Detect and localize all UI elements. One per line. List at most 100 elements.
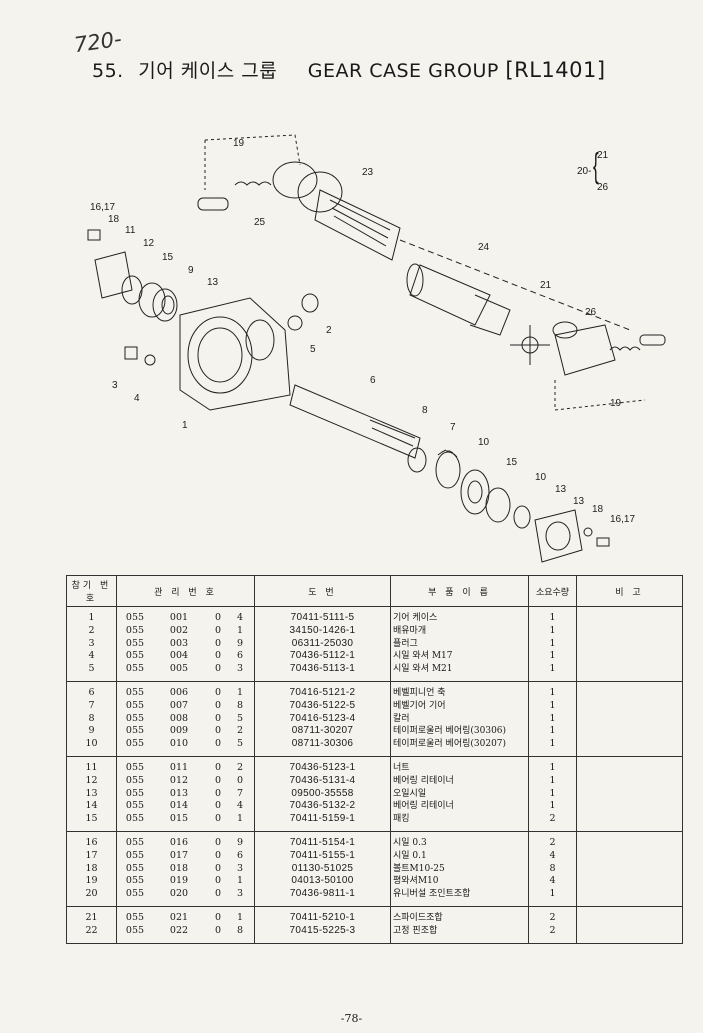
code-c2: 005 [169,663,189,675]
code-c2: 015 [169,813,189,825]
cell-remarks [576,680,683,757]
row-drawing: 04013-50100 [291,875,354,887]
code-c1: 055 [125,663,145,675]
header-remarks: 비 고 [576,575,683,607]
code-c3: 0 [214,624,222,636]
row-qty: 1 [549,624,556,636]
callout-8: 8 [422,405,428,416]
row-drawing: 70411-5210-1 [289,911,356,923]
code-c4: 6 [236,849,244,861]
callout-12: 11 [125,225,136,236]
header-drawing: 도 번 [254,575,391,607]
page-number: -78- [340,1012,363,1025]
title-model: [RL1401] [505,58,606,82]
row-qty: 1 [549,725,556,737]
row-no: 7 [88,699,95,711]
handwritten-note: 720- [72,26,124,58]
code-c2: 010 [169,738,189,750]
row-no: 9 [88,725,95,737]
cell-remarks [576,606,683,682]
row-no: 4 [88,650,95,662]
code-c2: 022 [169,924,189,936]
code-c2: 003 [169,637,189,649]
code-c1: 055 [125,800,145,812]
header-name: 부 품 이 름 [390,575,529,607]
row-qty: 1 [549,738,556,750]
callout-14: 13 [573,496,585,507]
header-qty: 소요수량 [528,575,577,607]
code-c4: 3 [236,888,244,900]
row-name: 테이퍼로울러 베어링(30207) [393,739,507,750]
code-c2: 018 [169,862,189,874]
code-c2: 012 [169,774,189,786]
code-c4: 8 [236,924,244,936]
legend-top: 21 [597,150,609,161]
row-no: 1 [88,612,95,623]
code-c2: 021 [169,911,189,923]
row-drawing: 08711-30306 [291,738,354,750]
code-c1: 055 [125,888,145,900]
row-no: 3 [88,637,95,649]
row-qty: 1 [549,637,556,649]
page-title: 55. 기어 케이스 그룹 GEAR CASE GROUP [RL1401] [92,56,606,83]
row-drawing: 06311-25030 [291,637,354,649]
callout-2: 2 [326,325,332,336]
row-qty: 1 [549,774,556,786]
code-c4: 3 [236,862,244,874]
row-name: 기어 케이스 [393,613,438,623]
code-c3: 0 [214,738,222,750]
row-drawing: 34150-1426-1 [289,624,356,636]
cell-remarks [576,755,683,832]
code-c4: 1 [236,624,244,636]
callout-11: 10 [535,472,547,483]
row-drawing: 70436-5132-2 [289,800,356,812]
row-no: 16 [85,836,98,848]
row-qty: 4 [549,875,556,887]
row-name: 패킹 [393,814,410,825]
header-no: 참기 번호 [66,575,117,607]
code-c4: 2 [236,761,244,773]
code-c3: 0 [214,813,222,825]
code-c3: 0 [214,699,222,711]
callout-1: 1 [182,420,188,431]
code-c3: 0 [214,663,222,675]
code-c4: 1 [236,911,244,923]
row-qty: 1 [549,888,556,900]
row-drawing: 70411-5155-1 [289,849,356,861]
callout-19-left: 18 [108,214,120,225]
row-no: 11 [85,761,98,773]
row-no: 15 [85,813,98,825]
exploded-parts-diagram: 19 23 25 24 16,17 18 11 12 15 9 13 21 26… [87,134,666,563]
code-c4: 7 [236,787,244,799]
code-c3: 0 [214,637,222,649]
callout-16-17-left: 15 [162,252,174,263]
code-c3: 0 [214,849,222,861]
row-drawing: 01130-51025 [291,862,354,874]
code-c2: 013 [169,787,189,799]
callout-21: 21 [540,280,552,291]
code-c2: 017 [169,849,189,861]
code-c1: 055 [125,624,145,636]
code-c4: 1 [236,686,244,698]
callout-5: 5 [310,344,316,355]
callout-19-right: 18 [592,504,604,515]
row-no: 21 [85,911,98,923]
row-name: 고정 핀조합 [393,925,438,936]
